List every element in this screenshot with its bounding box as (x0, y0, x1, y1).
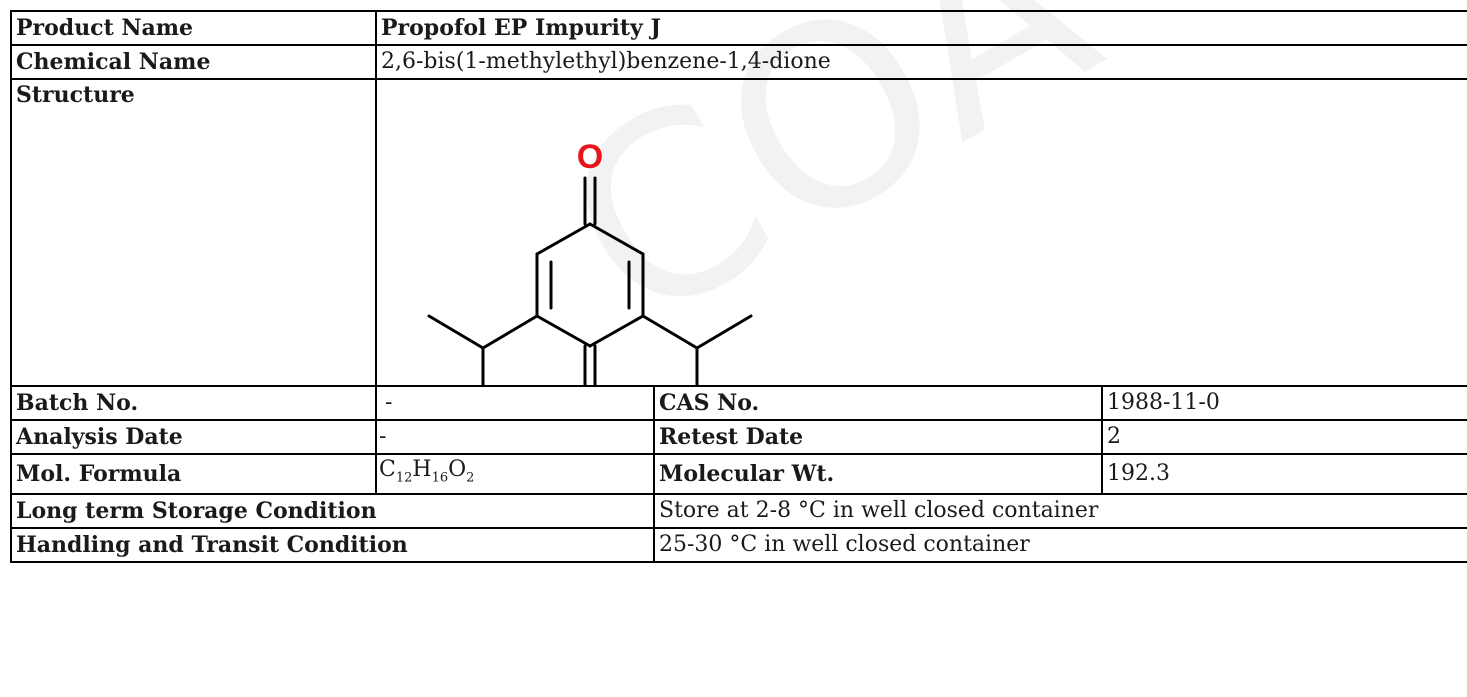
storage-label: Long term Storage Condition (10, 493, 655, 530)
molecular-wt-label: Molecular Wt. (653, 452, 1103, 496)
row-handling: Handling and Transit Condition 25-30 °C … (10, 527, 1467, 564)
batch-no-value: - (375, 385, 655, 421)
handling-value: 25-30 °C in well closed container (652, 527, 1467, 564)
bond-c6-c1 (535, 222, 592, 256)
row-batch: Batch No. - CAS No. 1988-11-0 (10, 385, 1467, 421)
storage-value: Store at 2-8 °C in well closed container (652, 493, 1467, 530)
batch-no-label: Batch No. (10, 385, 377, 421)
mol-formula-value: C12H16O2 (375, 452, 655, 496)
chemical-name-value: 2,6-bis(1-methylethyl)benzene-1,4-dione (374, 44, 1467, 80)
bond-c3-ch (641, 314, 699, 350)
cas-no-value: 1988-11-0 (1100, 385, 1467, 421)
row-chemical-name: Chemical Name 2,6-bis(1-methylethyl)benz… (10, 44, 1467, 80)
retest-date-label: Retest Date (653, 419, 1103, 455)
product-name-value: Propofol EP Impurity J (374, 10, 1467, 46)
oxygen-top-label: O (577, 138, 603, 176)
formula-c: C (379, 457, 396, 482)
bond-ch-me3 (695, 314, 753, 350)
mol-formula-label: Mol. Formula (10, 452, 377, 496)
product-name-label: Product Name (10, 10, 377, 46)
coa-table: Product Name Propofol EP Impurity J Chem… (10, 10, 1467, 564)
bond-c3-c4 (588, 314, 645, 348)
formula-h-count: 16 (431, 470, 449, 486)
structure-cell: O O (374, 78, 1467, 387)
bond-c4-c5 (535, 314, 592, 348)
analysis-date-label: Analysis Date (10, 419, 377, 455)
handling-label: Handling and Transit Condition (10, 527, 655, 564)
row-formula: Mol. Formula C12H16O2 Molecular Wt. 192.… (10, 452, 1467, 496)
chemical-name-label: Chemical Name (10, 44, 377, 80)
row-structure: Structure (10, 78, 1467, 387)
row-storage: Long term Storage Condition Store at 2-8… (10, 493, 1467, 530)
formula-c-count: 12 (395, 470, 413, 486)
structure-label: Structure (10, 78, 377, 387)
formula-o-count: 2 (466, 470, 475, 486)
row-product-name: Product Name Propofol EP Impurity J (10, 10, 1467, 46)
row-analysis: Analysis Date - Retest Date 2 (10, 419, 1467, 455)
bond-c1-c2 (588, 222, 645, 256)
bond-ch-me1 (427, 314, 485, 350)
molecular-wt-value: 192.3 (1100, 452, 1467, 496)
retest-date-value: 2 (1100, 419, 1467, 455)
formula-h: H (412, 457, 432, 482)
structure-diagram: O O (427, 138, 753, 384)
bond-c5-ch (481, 314, 539, 350)
analysis-date-value: - (375, 419, 655, 455)
cas-no-label: CAS No. (653, 385, 1103, 421)
formula-o: O (448, 457, 467, 482)
